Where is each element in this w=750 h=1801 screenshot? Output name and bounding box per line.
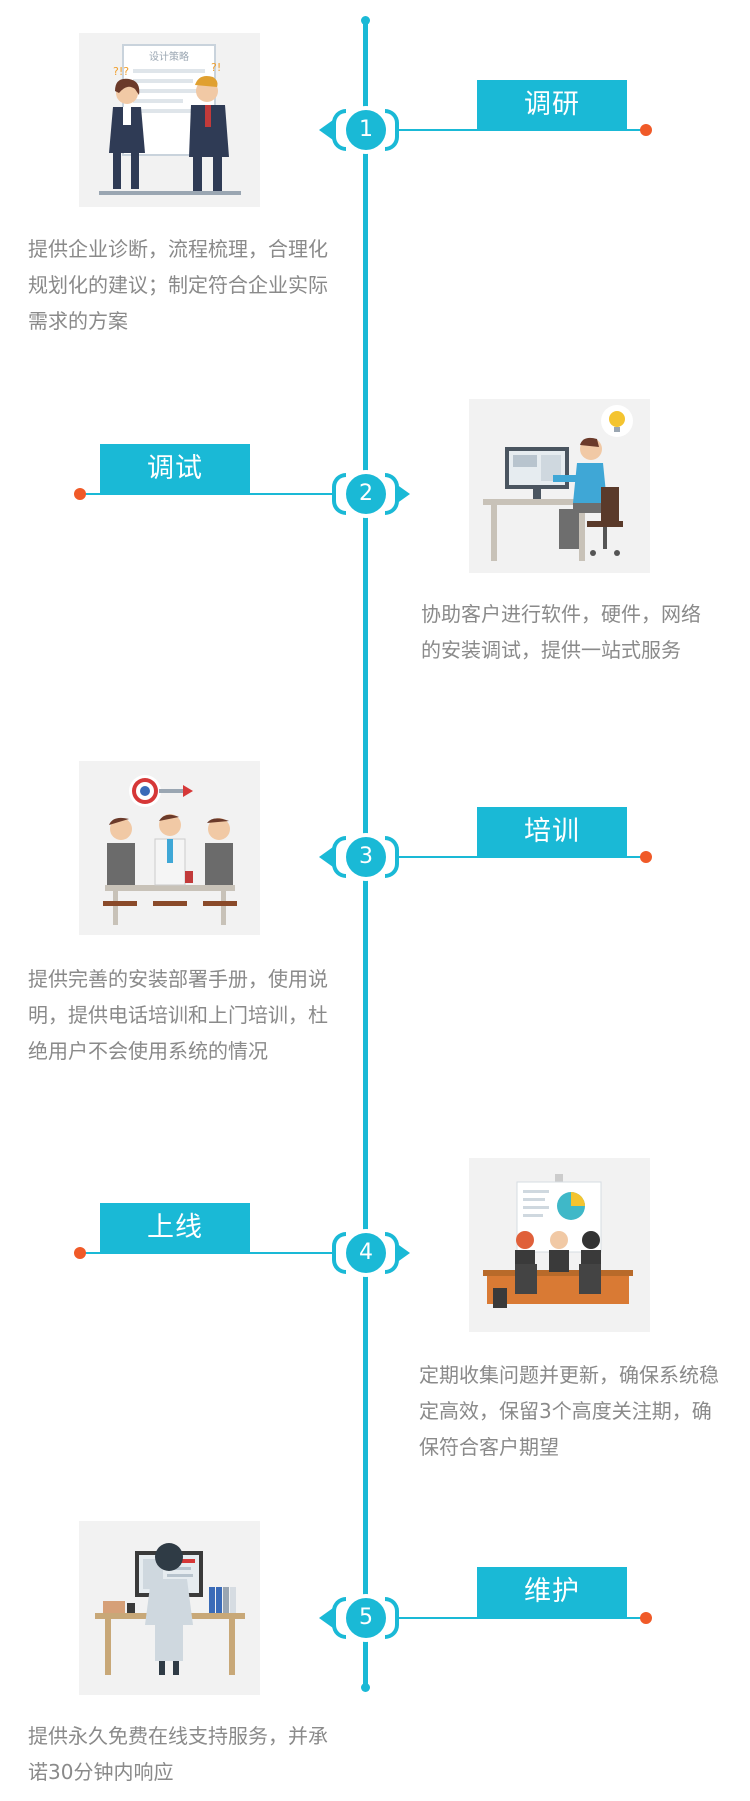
bracket-right: [385, 1232, 399, 1274]
svg-text:?!?: ?!?: [113, 65, 129, 78]
step-title-tag: 调试: [100, 444, 250, 494]
bracket-right: [385, 109, 399, 151]
arrow-left-icon: [319, 1608, 333, 1628]
connector-line: [398, 129, 646, 131]
person-at-computer-icon: [469, 399, 650, 573]
endpoint-dot: [74, 1247, 86, 1259]
step-title-tag: 维护: [477, 1567, 627, 1617]
connector-line: [84, 493, 334, 495]
step-description: 提供企业诊断，流程梳理，合理化规划化的建议；制定符合企业实际需求的方案: [28, 237, 328, 333]
connector-line: [84, 1252, 334, 1254]
step-title-tag: 上线: [100, 1203, 250, 1253]
step-number-badge: 5: [346, 1598, 386, 1638]
endpoint-dot: [640, 124, 652, 136]
endpoint-dot: [640, 851, 652, 863]
step-title-tag: 培训: [477, 807, 627, 857]
step-title-tag: 调研: [477, 80, 627, 130]
step-number-badge: 2: [346, 474, 386, 514]
bracket-left: [332, 1232, 346, 1274]
bracket-left: [332, 1597, 346, 1639]
timeline-top-cap: [361, 16, 370, 25]
step-description: 协助客户进行软件，硬件，网络的安装调试，提供一站式服务: [421, 602, 701, 662]
svg-text:?!: ?!: [211, 61, 221, 74]
step-number-badge: 1: [346, 110, 386, 150]
arrow-left-icon: [319, 847, 333, 867]
step-description: 提供完善的安装部署手册，使用说明，提供电话培训和上门培训，杜绝用户不会使用系统的…: [28, 967, 328, 1063]
bracket-right: [385, 836, 399, 878]
arrow-left-icon: [319, 120, 333, 140]
connector-line: [398, 1617, 646, 1619]
timeline-bottom-cap: [361, 1683, 370, 1692]
connector-line: [398, 856, 646, 858]
bracket-right: [385, 473, 399, 515]
arrow-right-icon: [396, 1243, 410, 1263]
team-presentation-icon: [469, 1158, 650, 1332]
step-number-badge: 3: [346, 837, 386, 877]
step-description: 提供永久免费在线支持服务，并承诺30分钟内响应: [28, 1724, 328, 1784]
svg-text:设计策略: 设计策略: [149, 50, 189, 63]
step-description: 定期收集问题并更新，确保系统稳定高效，保留3个高度关注期，确保符合客户期望: [419, 1363, 719, 1459]
bracket-left: [332, 836, 346, 878]
endpoint-dot: [74, 488, 86, 500]
arrow-right-icon: [396, 484, 410, 504]
step-number-badge: 4: [346, 1233, 386, 1273]
bracket-left: [332, 109, 346, 151]
support-workstation-icon: [79, 1521, 260, 1695]
two-people-discussing-icon: 设计策略 ?!?: [79, 33, 260, 207]
endpoint-dot: [640, 1612, 652, 1624]
meeting-target-icon: [79, 761, 260, 935]
bracket-left: [332, 473, 346, 515]
bracket-right: [385, 1597, 399, 1639]
